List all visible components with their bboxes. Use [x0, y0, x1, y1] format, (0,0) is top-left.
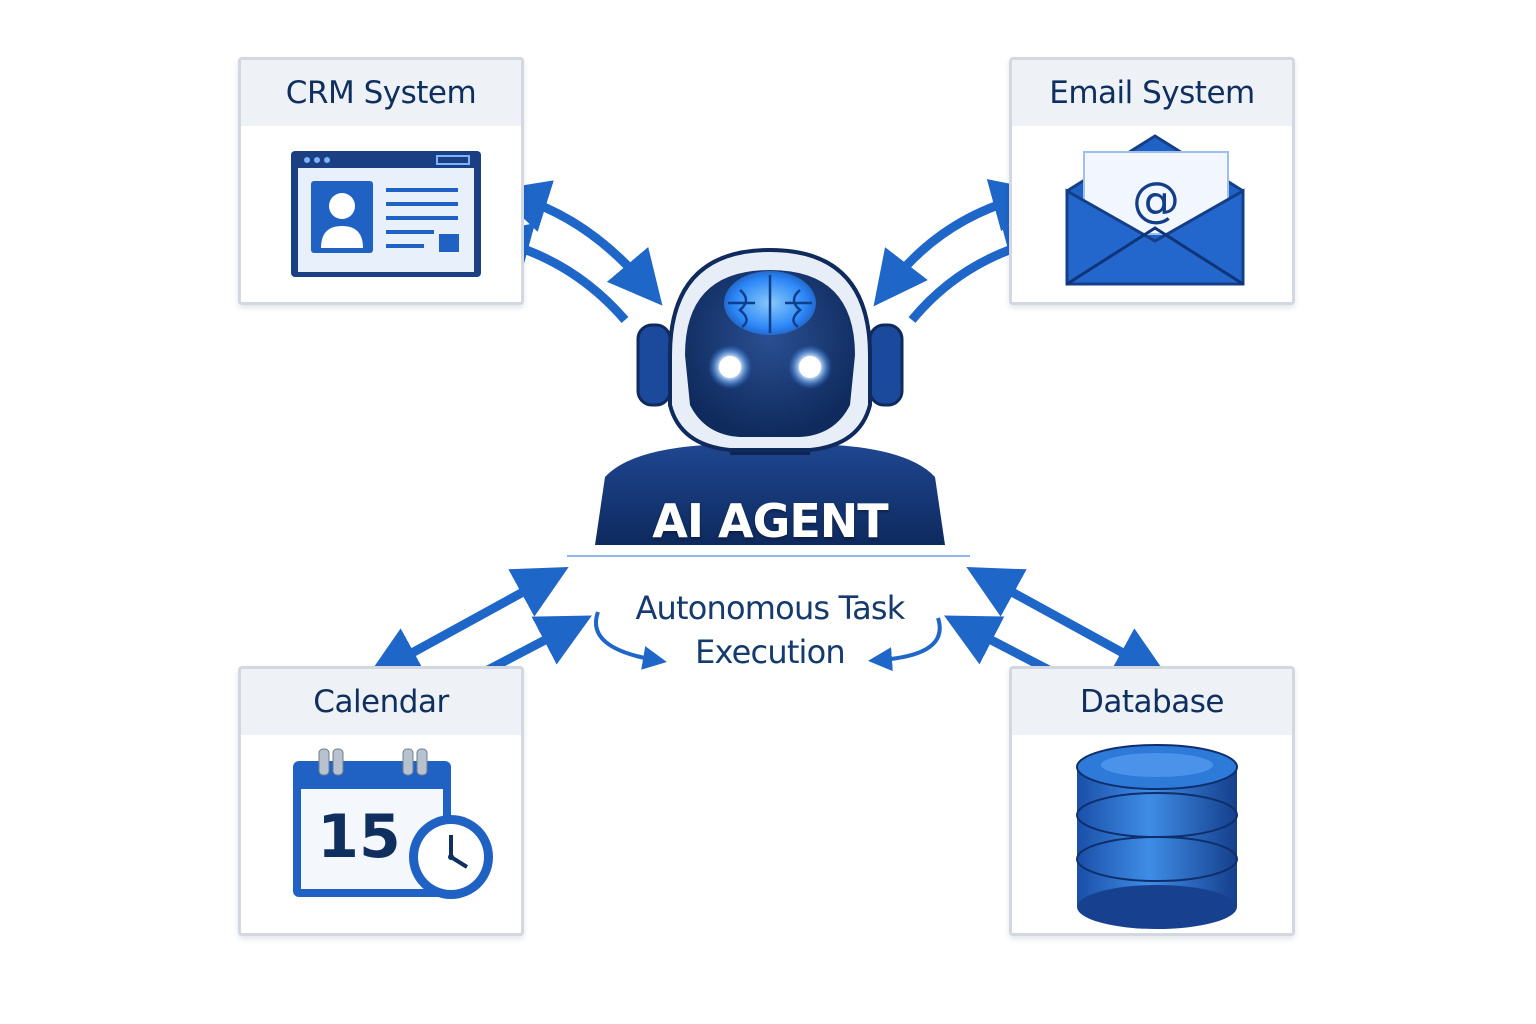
- calendar-arrow-upper: [366, 567, 569, 678]
- crm-system-title: CRM System: [241, 60, 521, 126]
- calendar-card: Calendar 15: [238, 666, 524, 936]
- database-title: Database: [1012, 669, 1292, 735]
- calendar-clock-icon: 15: [293, 748, 493, 899]
- agent-caption-line-2: Execution: [695, 633, 846, 671]
- calendar-day-number: 15: [317, 802, 401, 872]
- email-system-title: Email System: [1012, 60, 1292, 126]
- crm-window-icon: [291, 151, 481, 277]
- calendar-title: Calendar: [241, 669, 521, 735]
- crm-system-card: CRM System: [238, 57, 524, 305]
- agent-caption-line-1: Autonomous Task: [635, 589, 905, 627]
- email-system-card: Email System @: [1009, 57, 1295, 305]
- email-arrow-upper: [873, 179, 1047, 307]
- agent-label: AI AGENT: [652, 494, 888, 548]
- envelope-at-icon: @: [1065, 134, 1245, 286]
- database-card: Database: [1009, 666, 1295, 936]
- loop-arrow-left: [594, 611, 667, 670]
- svg-text:@: @: [1132, 172, 1180, 228]
- database-arrow-upper: [966, 567, 1169, 678]
- database-cylinder-icon: [1076, 744, 1238, 929]
- crm-arrow-upper: [494, 180, 663, 306]
- agent-caption: Autonomous Task Execution: [600, 586, 940, 674]
- loop-arrow-right: [868, 617, 942, 672]
- ai-agent-robot-icon: [595, 247, 945, 545]
